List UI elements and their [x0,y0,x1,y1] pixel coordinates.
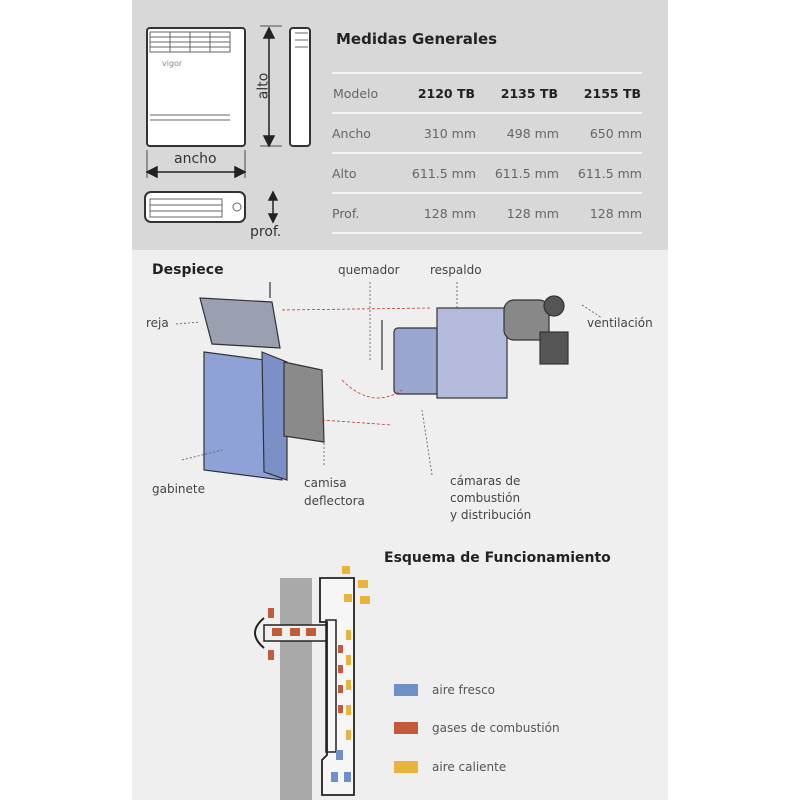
cell: 611.5 mm [476,152,559,194]
lower-panel: Despiece [132,250,668,800]
part-label-camaras: cámaras de [450,474,521,488]
part-label-respaldo: respaldo [430,263,482,277]
part-label-distribucion: y distribución [450,508,532,522]
cell: Ancho [332,112,394,154]
table-header: Modelo 2120 TB 2135 TB 2155 TB [332,72,642,114]
legend-label: aire caliente [432,760,507,774]
legend-swatch [394,761,418,773]
header-cell: 2135 TB [476,72,559,114]
dimensions-title: Medidas Generales [336,30,498,48]
legend-label: gases de combustión [432,721,560,735]
part-label-ventilacion: ventilación [587,316,653,330]
part-label-deflectora: deflectora [304,494,365,508]
legend-label: aire fresco [432,683,496,697]
prof-label: prof. [250,224,282,240]
header-cell: 2155 TB [558,72,642,114]
part-label-quemador: quemador [338,263,400,277]
cell: 611.5 mm [558,152,642,194]
part-label-combustion: combustión [450,491,521,505]
cell: 310 mm [393,112,477,154]
cell: 611.5 mm [393,152,477,194]
part-label-gabinete: gabinete [152,482,205,496]
legend-item-gases: gases de combustión [394,721,560,735]
cell: 650 mm [558,112,642,154]
product-sheet: vigor alto ancho prof. Medidas Generales… [132,0,668,800]
legend-swatch [394,722,418,734]
alto-label: alto [255,72,272,100]
legend-item-aire-fresco: aire fresco [394,683,495,697]
ancho-label: ancho [174,151,217,167]
scheme-title: Esquema de Funcionamiento [384,550,611,566]
dimensions-panel: vigor alto ancho prof. Medidas Generales… [132,0,668,250]
scheme-drawing [254,566,370,800]
cell: 128 mm [476,192,559,234]
exploded-view-drawing [175,282,603,481]
legend-item-aire-caliente: aire caliente [394,760,506,774]
cell: 128 mm [393,192,477,234]
legend-swatch [394,684,418,696]
cell: 128 mm [558,192,642,234]
part-label-reja: reja [146,316,169,330]
header-cell: Modelo [332,72,394,114]
cell: 498 mm [476,112,559,154]
cell: Prof. [332,192,394,234]
part-label-camisa: camisa [304,476,347,490]
header-cell: 2120 TB [393,72,477,114]
brand-logo: vigor [162,59,183,68]
cell: Alto [332,152,394,194]
dimension-drawings [144,25,311,224]
exploded-title: Despiece [152,262,224,278]
